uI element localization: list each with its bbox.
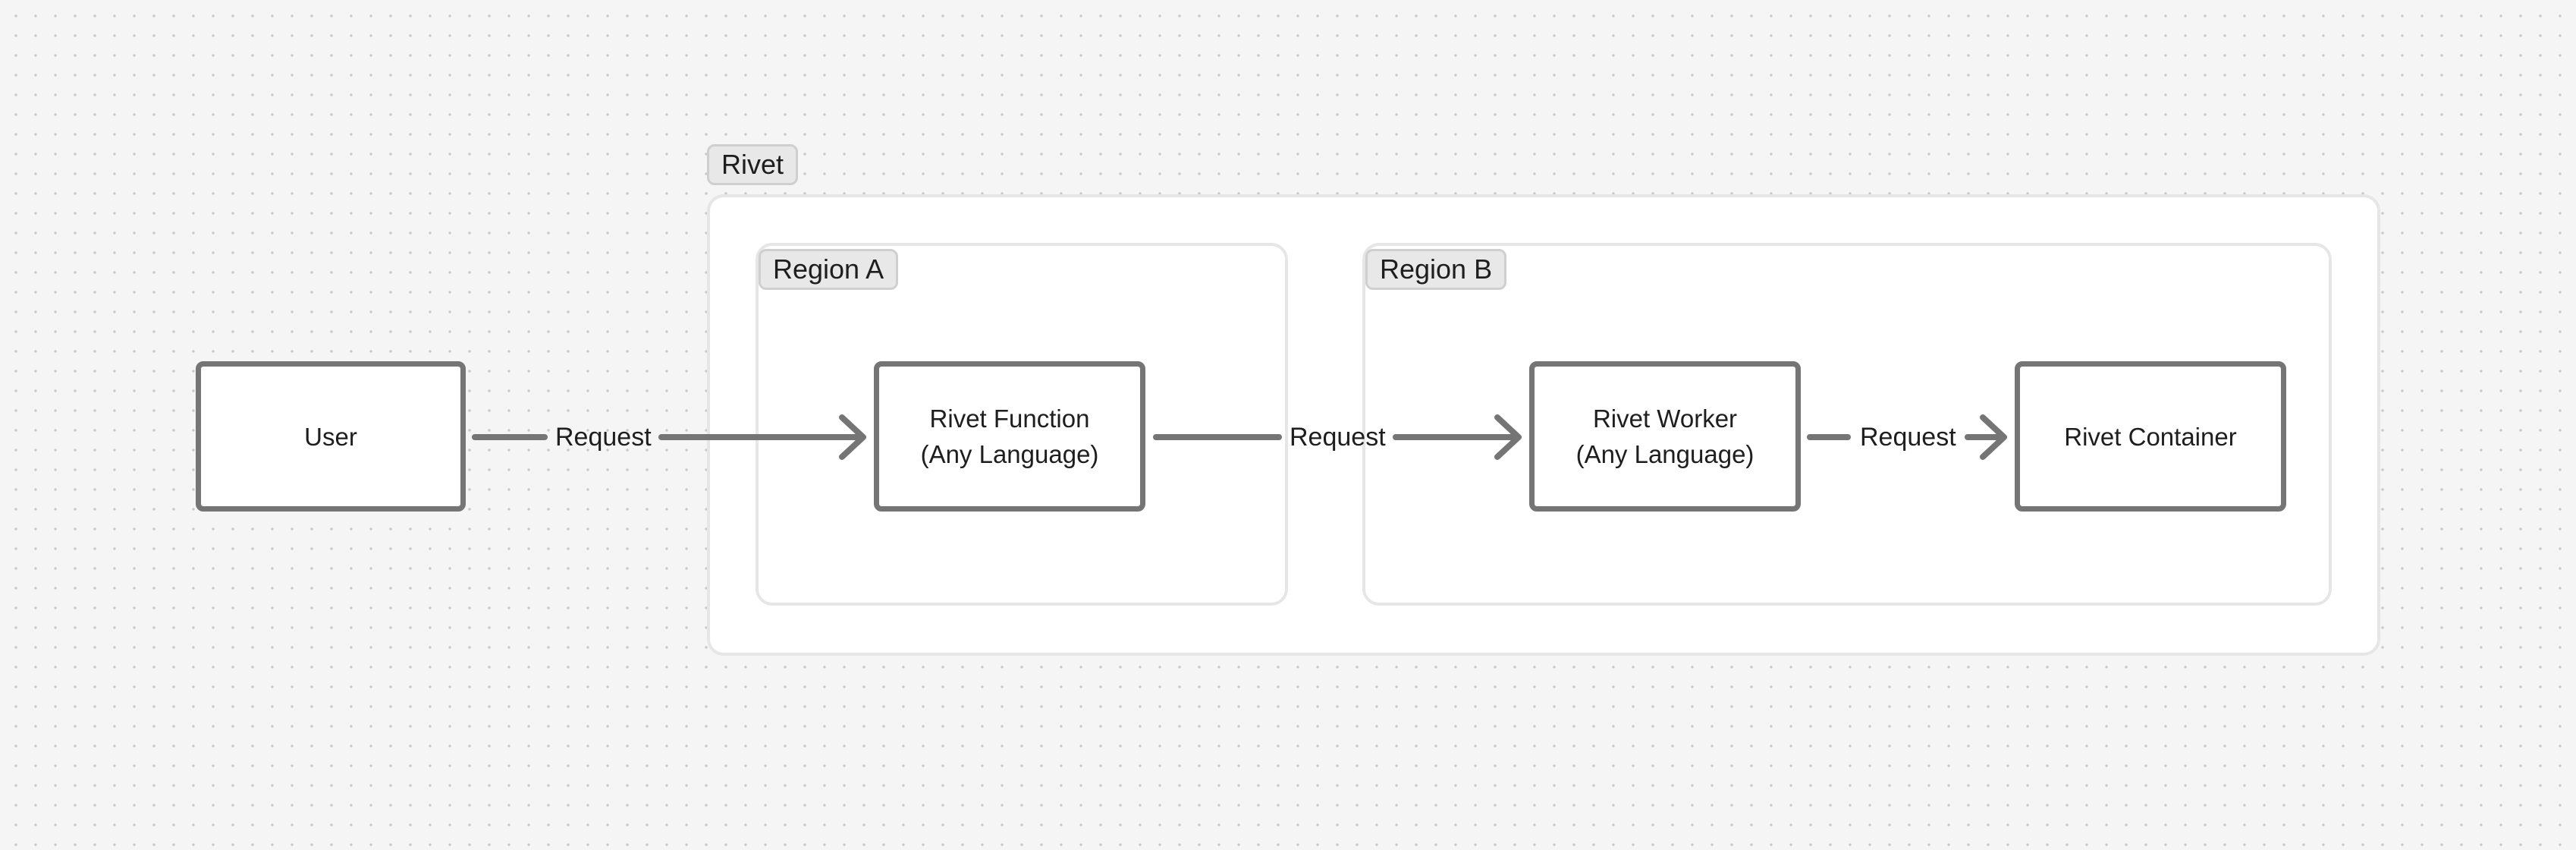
user-node-label: User	[304, 422, 357, 451]
edge-label-worker-to-container: Request	[1860, 423, 1956, 452]
rivet-container-label: Rivet Container	[2064, 422, 2237, 451]
region-b-label: Region B	[1365, 249, 1507, 290]
rivet-container-node[interactable]: Rivet Container	[2015, 361, 2286, 512]
edge-label-function-to-worker: Request	[1290, 423, 1386, 452]
rivet-function-subtitle: (Any Language)	[920, 440, 1099, 468]
rivet-function-node[interactable]: Rivet Function (Any Language)	[874, 361, 1145, 512]
edge-label-user-to-function: Request	[555, 423, 652, 452]
region-a-label: Region A	[759, 249, 899, 290]
rivet-function-title: Rivet Function	[929, 405, 1090, 433]
rivet-worker-subtitle: (Any Language)	[1575, 440, 1755, 468]
rivet-worker-node[interactable]: Rivet Worker (Any Language)	[1529, 361, 1801, 512]
rivet-group-label: Rivet	[707, 144, 799, 185]
user-node[interactable]: User	[196, 361, 466, 512]
rivet-worker-title: Rivet Worker	[1592, 405, 1738, 433]
